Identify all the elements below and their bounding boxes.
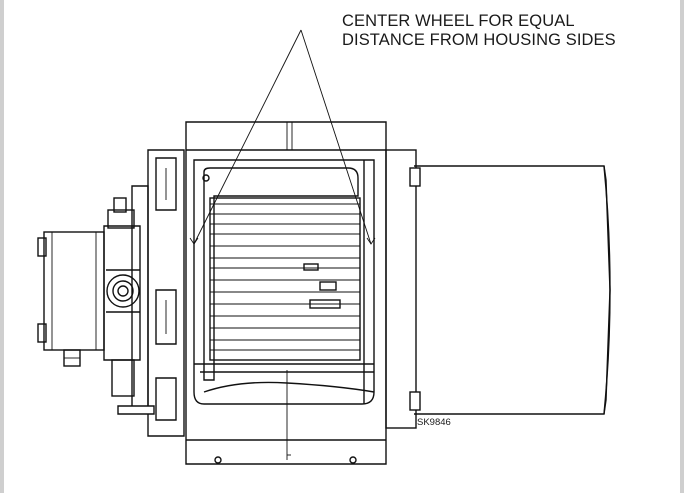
mounting-flange [117, 149, 185, 437]
center-wheel-callout: CENTER WHEEL FOR EQUAL DISTANCE FROM HOU… [342, 12, 616, 50]
callout-line-1: CENTER WHEEL FOR EQUAL [342, 12, 575, 30]
fuel-pump [37, 197, 141, 397]
callout-line-2: DISTANCE FROM HOUSING SIDES [342, 31, 616, 49]
housing [185, 121, 387, 465]
blower-wheel [209, 197, 361, 361]
blower-diagram [37, 29, 611, 465]
drawing-id: SK9846 [417, 417, 451, 428]
leader-lines [189, 29, 376, 245]
motor [385, 149, 611, 429]
